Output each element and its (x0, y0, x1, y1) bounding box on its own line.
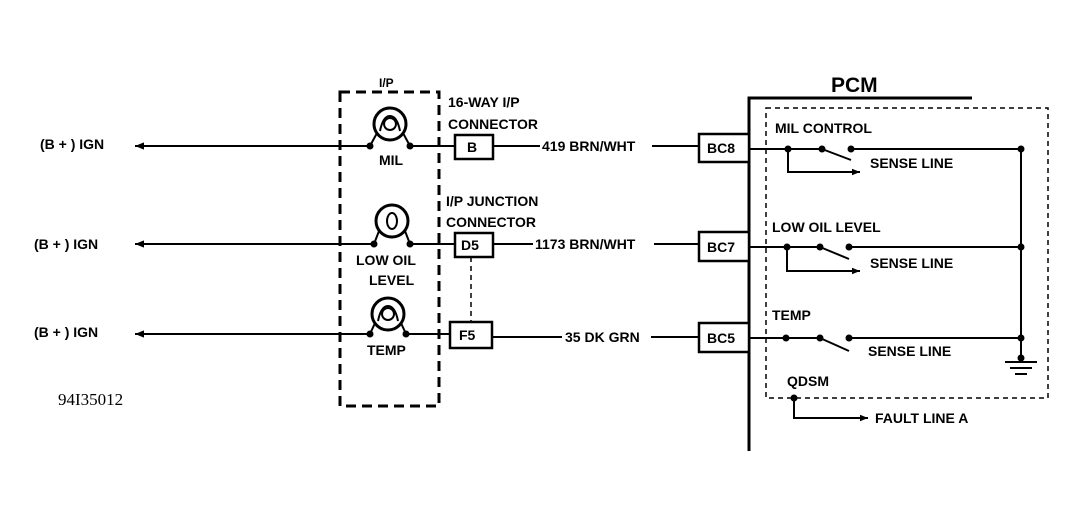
pin-f5-label: F5 (459, 327, 476, 343)
low-oil-lamp-label-1: LOW OIL (356, 252, 416, 268)
terminal-bc5-box (697, 321, 751, 354)
wire-label-1173: 1173 BRN/WHT (535, 236, 636, 252)
junction-connector-label-1: I/P JUNCTION (446, 193, 538, 209)
pin-f5-box (448, 320, 494, 350)
mil-lamp-icon (366, 106, 414, 150)
circuit-label-temp: TEMP (772, 307, 811, 323)
terminal-bc7-label: BC7 (707, 239, 735, 255)
mil-lamp-label: MIL (379, 152, 404, 168)
figure-code: 94I35012 (58, 390, 123, 409)
ign-label-temp: (B + ) IGN (34, 324, 98, 340)
terminal-bc7-box (697, 230, 751, 263)
wire-label-35: 35 DK GRN (565, 329, 640, 345)
qdsm-label: QDSM (787, 373, 829, 389)
connector-16way-label-1: 16-WAY I/P (448, 94, 520, 110)
circuit-label-low-oil-level: LOW OIL LEVEL (772, 219, 881, 235)
sense-line-label-mil: SENSE LINE (870, 155, 953, 171)
ip-dashed-enclosure (338, 90, 441, 408)
pcm-title: PCM (831, 74, 878, 97)
pin-d5-box (453, 231, 495, 259)
terminal-bc5-label: BC5 (707, 330, 735, 346)
sense-line-label-low-oil: SENSE LINE (870, 255, 953, 271)
pcm-internal-dashed-box (765, 107, 1049, 399)
temp-lamp-icon (366, 296, 410, 338)
temp-lamp-label: TEMP (367, 342, 406, 358)
connector-16way-label-2: CONNECTOR (448, 116, 538, 132)
pin-d5-label: D5 (461, 237, 479, 253)
fault-line-label: FAULT LINE A (875, 410, 968, 426)
pin-b-label: B (467, 139, 477, 155)
low-oil-switch (749, 243, 1025, 275)
mil-control-switch (749, 145, 1025, 176)
ground-icon (1005, 338, 1037, 375)
pin-b-box (453, 133, 495, 161)
junction-connector-label-2: CONNECTOR (446, 214, 536, 230)
ign-label-low-oil: (B + ) IGN (34, 236, 98, 252)
wire-label-419: 419 BRN/WHT (542, 138, 636, 154)
terminal-bc8-box (697, 132, 751, 164)
temp-switch (749, 334, 1025, 352)
ip-label: I/P (379, 76, 394, 90)
sense-line-label-temp: SENSE LINE (868, 343, 951, 359)
fault-line-arrow (793, 398, 868, 422)
circuit-label-mil-control: MIL CONTROL (775, 120, 872, 136)
ign-label-mil: (B + ) IGN (40, 136, 104, 152)
terminal-bc8-label: BC8 (707, 140, 735, 156)
low-oil-lamp-icon (370, 203, 414, 248)
low-oil-lamp-label-2: LEVEL (369, 272, 415, 288)
